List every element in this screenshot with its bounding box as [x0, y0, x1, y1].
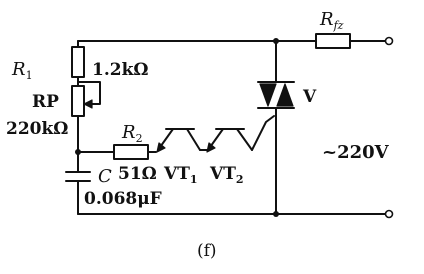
triac-label: V — [302, 87, 317, 107]
triac-left-triangle — [259, 83, 277, 107]
rfz-resistor — [315, 33, 351, 49]
rp-potentiometer — [71, 85, 85, 117]
rp-wiper-arrow — [83, 99, 93, 109]
rp-value: 220kΩ — [6, 119, 68, 139]
r2-resistor — [113, 144, 149, 160]
junction-dot — [75, 149, 81, 155]
rfz-label: Rfz — [319, 9, 344, 32]
vt1-emitter-arrow — [156, 142, 166, 153]
r2-label: R2 — [121, 122, 143, 145]
rp-label: RP — [32, 92, 59, 112]
vt1-right-leg — [186, 128, 201, 151]
vt2-emitter-arrow — [206, 142, 216, 153]
r1-value: 1.2kΩ — [92, 60, 149, 80]
top-terminal — [384, 36, 394, 46]
r2-value: 51Ω — [118, 164, 157, 184]
bottom-terminal — [384, 209, 394, 219]
capacitor-value: 0.068μF — [84, 189, 162, 209]
capacitor-label: C — [98, 166, 112, 187]
r1-resistor — [71, 46, 85, 78]
vt2-label: VT2 — [209, 164, 244, 186]
junction-dot — [273, 38, 279, 44]
junction-dot — [273, 211, 279, 217]
figure-caption: (f) — [197, 241, 217, 261]
gate-lead-wire — [251, 115, 275, 151]
vt2-right-leg — [236, 128, 253, 151]
r1-label: R1 — [11, 59, 33, 82]
rp-wiper-wire — [77, 81, 101, 105]
supply-label: ~220V — [322, 142, 390, 163]
vt1-label: VT1 — [163, 164, 198, 186]
triac-right-triangle — [276, 83, 294, 107]
